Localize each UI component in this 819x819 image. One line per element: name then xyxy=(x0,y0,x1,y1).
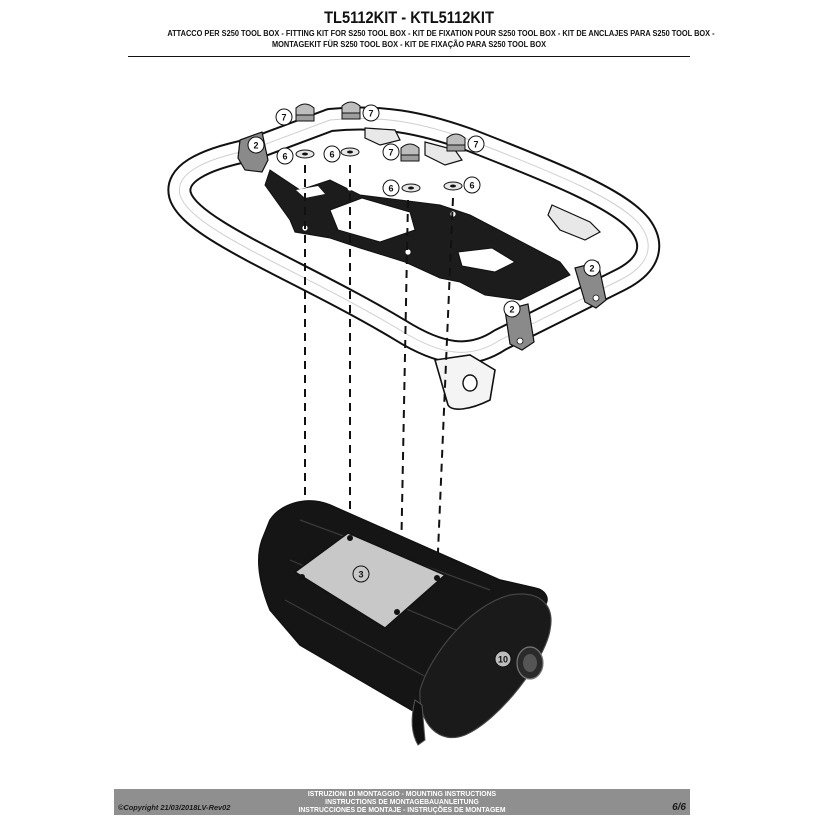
svg-text:7: 7 xyxy=(473,140,478,150)
footer-line1: ISTRUZIONI DI MONTAGGIO - MOUNTING INSTR… xyxy=(307,789,497,798)
callout-washer-1: 6 xyxy=(276,147,294,165)
callout-nut-4: 7 xyxy=(467,135,485,153)
hardware-nuts xyxy=(295,101,466,162)
callout-clamp-3: 2 xyxy=(503,300,521,318)
document-title: TL5112KIT - KTL5112KIT xyxy=(324,8,494,27)
callout-nut-1: 7 xyxy=(275,108,293,126)
svg-text:6: 6 xyxy=(329,150,334,160)
svg-text:7: 7 xyxy=(388,148,393,158)
hardware-washers xyxy=(295,147,463,193)
svg-text:6: 6 xyxy=(388,184,393,194)
callout-plate: 3 xyxy=(352,565,370,583)
mounting-plate-black xyxy=(264,169,571,301)
svg-text:2: 2 xyxy=(509,305,514,315)
footer-instructions: ISTRUZIONI DI MONTAGGIO - MOUNTING INSTR… xyxy=(143,790,661,813)
svg-text:7: 7 xyxy=(368,109,373,119)
callout-labels: 2 2 2 3 6 6 6 6 7 7 7 7 10 xyxy=(247,104,601,668)
callout-clamp-2: 2 xyxy=(583,259,601,277)
svg-text:10: 10 xyxy=(498,655,508,665)
tool-box xyxy=(257,500,552,746)
footer-copyright: ©Copyright 21/03/2018LV-Rev02 xyxy=(118,803,231,812)
svg-text:2: 2 xyxy=(253,141,258,151)
svg-text:6: 6 xyxy=(469,181,474,191)
callout-washer-2: 6 xyxy=(323,145,341,163)
document-subtitle-line2: MONTAGEKIT FÜR S250 TOOL BOX - KIT DE FI… xyxy=(271,39,547,49)
page-number: 6/6 xyxy=(672,802,686,813)
callout-box: 10 xyxy=(494,650,512,668)
header-divider xyxy=(128,56,690,57)
svg-text:3: 3 xyxy=(358,570,363,580)
svg-text:2: 2 xyxy=(589,264,594,274)
svg-text:6: 6 xyxy=(282,152,287,162)
svg-text:7: 7 xyxy=(281,113,286,123)
document-subtitle-line1: ATTACCO PER S250 TOOL BOX - FITTING KIT … xyxy=(167,28,715,38)
callout-washer-4: 6 xyxy=(463,176,481,194)
footer-line3: INSTRUCCIONES DE MONTAJE - INSTRUÇÕES DE… xyxy=(298,804,506,814)
footer-bar: ISTRUZIONI DI MONTAGGIO - MOUNTING INSTR… xyxy=(114,789,690,815)
callout-washer-3: 6 xyxy=(382,179,400,197)
callout-nut-2: 7 xyxy=(362,104,380,122)
document-header: TL5112KIT - KTL5112KIT ATTACCO PER S250 … xyxy=(128,8,715,50)
callout-clamp-1: 2 xyxy=(247,136,265,154)
footer-line2: INSTRUCTIONS DE MONTAGEBAUANLEITUNG xyxy=(325,796,479,806)
callout-nut-3: 7 xyxy=(382,143,400,161)
